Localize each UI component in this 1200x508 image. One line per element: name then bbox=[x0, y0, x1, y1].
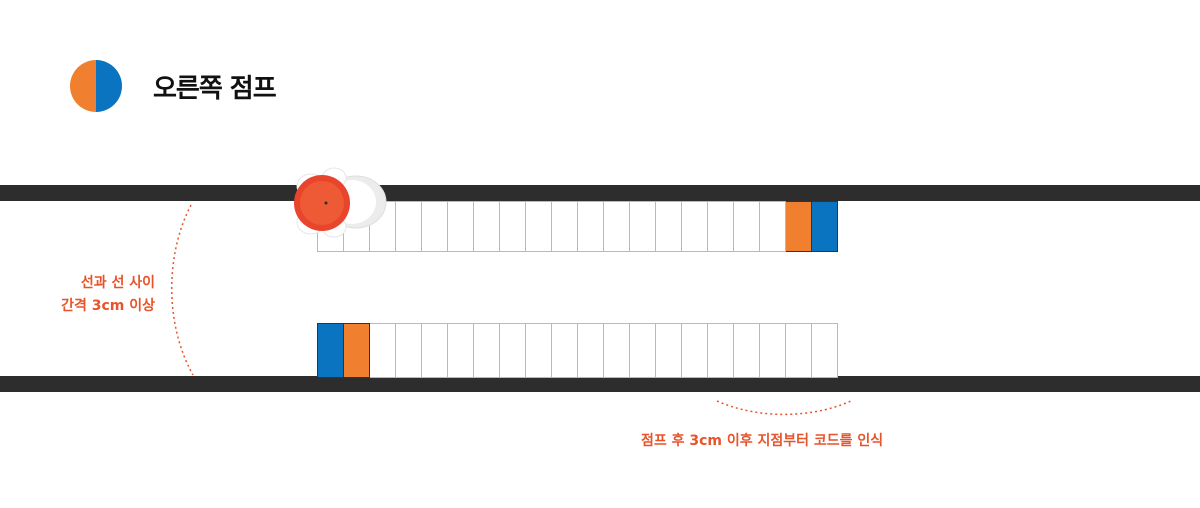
empty-cell bbox=[474, 201, 500, 252]
empty-cell bbox=[422, 201, 448, 252]
jump-annotation: 점프 후 3cm 이후 지점부터 코드를 인식 bbox=[641, 433, 884, 449]
empty-cell bbox=[578, 201, 604, 252]
empty-cell bbox=[734, 201, 760, 252]
empty-cell bbox=[500, 201, 526, 252]
empty-cell bbox=[448, 201, 474, 252]
empty-cell bbox=[396, 323, 422, 378]
empty-cell bbox=[578, 323, 604, 378]
empty-cell bbox=[786, 323, 812, 378]
page-title: 오른쪽 점프 bbox=[153, 74, 277, 104]
empty-cell bbox=[552, 323, 578, 378]
empty-cell bbox=[656, 201, 682, 252]
bottom-line-track bbox=[0, 376, 1200, 392]
empty-cell bbox=[474, 323, 500, 378]
robot-icon bbox=[294, 167, 387, 238]
gap-annotation: 선과 선 사이 간격 3cm 이상 bbox=[61, 272, 155, 318]
empty-cell bbox=[682, 201, 708, 252]
orange-blue-code-icon bbox=[70, 60, 122, 112]
empty-cell bbox=[630, 201, 656, 252]
legend-blue-half bbox=[96, 60, 122, 112]
blue-code-cell bbox=[811, 201, 838, 252]
gap-annotation-line1: 선과 선 사이 bbox=[80, 275, 155, 291]
empty-cell bbox=[760, 201, 786, 252]
empty-cell bbox=[812, 323, 838, 378]
empty-cell bbox=[760, 323, 786, 378]
empty-cell bbox=[448, 323, 474, 378]
empty-cell bbox=[370, 323, 396, 378]
empty-cell bbox=[708, 201, 734, 252]
empty-cell bbox=[552, 201, 578, 252]
empty-cell bbox=[630, 323, 656, 378]
empty-cell bbox=[526, 323, 552, 378]
legend-orange-half bbox=[70, 60, 96, 112]
empty-cell bbox=[734, 323, 760, 378]
empty-cell bbox=[708, 323, 734, 378]
orange-code-cell bbox=[343, 323, 370, 378]
bottom-code-strip bbox=[317, 323, 838, 378]
empty-cell bbox=[656, 323, 682, 378]
gap-annotation-line2: 간격 3cm 이상 bbox=[61, 298, 155, 314]
blue-code-cell bbox=[317, 323, 344, 378]
gap-dotted-arc bbox=[171, 204, 194, 376]
jump-dotted-arc bbox=[716, 399, 854, 416]
empty-cell bbox=[604, 323, 630, 378]
empty-cell bbox=[500, 323, 526, 378]
empty-cell bbox=[604, 201, 630, 252]
empty-cell bbox=[396, 201, 422, 252]
empty-cell bbox=[422, 323, 448, 378]
empty-cell bbox=[682, 323, 708, 378]
empty-cell bbox=[526, 201, 552, 252]
